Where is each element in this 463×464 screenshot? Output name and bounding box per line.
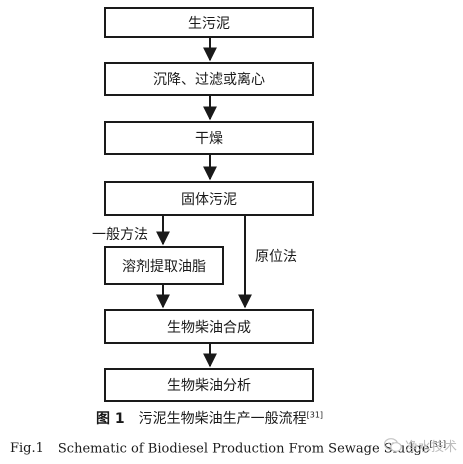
caption-cn-reference: [31] — [306, 410, 324, 420]
step-solid-sludge: 固体污泥 — [104, 181, 314, 216]
watermark: 净水技术 — [383, 436, 457, 455]
step-settling-filtration-label: 沉降、过滤或离心 — [153, 72, 265, 88]
step-raw-sludge: 生污泥 — [104, 7, 314, 38]
step-raw-sludge-label: 生污泥 — [188, 15, 230, 32]
caption-english: Fig.1 Schematic of Biodiesel Production F… — [10, 440, 446, 456]
caption-cn-text: 污泥生物柴油生产一般流程 — [138, 411, 307, 427]
step-biodiesel-synthesis-label: 生物柴油合成 — [167, 319, 251, 336]
step-settling-filtration: 沉降、过滤或离心 — [104, 62, 314, 96]
step-drying-label: 干燥 — [195, 131, 223, 147]
wechat-icon — [383, 438, 402, 452]
caption-en-text: Schematic of Biodiesel Production From S… — [57, 441, 430, 457]
caption-en-reference: [31] — [429, 440, 446, 449]
step-biodiesel-analysis: 生物柴油分析 — [104, 368, 314, 402]
caption-cn-figure-number: 图 1 — [96, 411, 125, 427]
branch-in-situ-label: 原位法 — [255, 249, 297, 265]
step-biodiesel-synthesis: 生物柴油合成 — [104, 309, 314, 344]
step-solvent-extraction: 溶剂提取油脂 — [104, 246, 224, 285]
step-drying: 干燥 — [104, 121, 314, 155]
caption-chinese: 图 1 污泥生物柴油生产一般流程[31] — [96, 408, 323, 428]
step-solvent-extraction-label: 溶剂提取油脂 — [122, 258, 206, 275]
step-biodiesel-analysis-label: 生物柴油分析 — [167, 378, 251, 394]
branch-general-method-label: 一般方法 — [92, 227, 148, 243]
step-solid-sludge-label: 固体污泥 — [181, 191, 237, 208]
caption-en-figure-number: Fig.1 — [10, 441, 44, 457]
watermark-text: 净水技术 — [404, 440, 457, 455]
